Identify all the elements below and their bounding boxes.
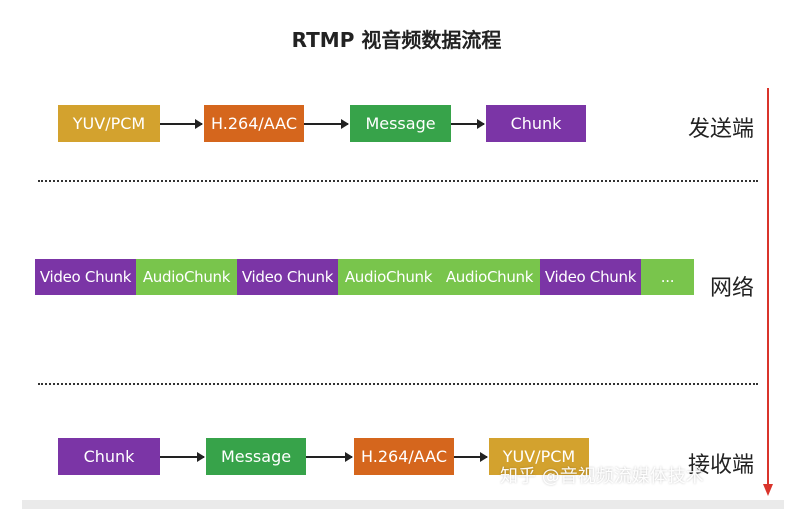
network-audio-chunk: AudioChunk [136, 259, 237, 295]
timeline-arrow [763, 88, 773, 496]
receiver-message-box: Message [206, 438, 306, 475]
network-video-chunk: Video Chunk [237, 259, 338, 295]
network-label: 网络 [710, 276, 755, 301]
sender-arrow-1 [160, 119, 203, 129]
network-audio-chunk: AudioChunk [338, 259, 439, 295]
separator-bottom [38, 383, 758, 385]
network-video-chunk: Video Chunk [540, 259, 641, 295]
sender-label: 发送端 [688, 117, 755, 142]
watermark-text: 知乎 @音视频流媒体技术 [500, 466, 704, 487]
diagram-title: RTMP 视音频数据流程 [291, 28, 502, 52]
sender-arrow-3 [451, 119, 485, 129]
sender-message-box: Message [350, 105, 451, 142]
receiver-arrow-1 [160, 452, 205, 462]
sender-h264aac-box: H.264/AAC [204, 105, 304, 142]
separator-top [38, 180, 758, 182]
receiver-label: 接收端 [688, 453, 755, 478]
sender-chunk-box: Chunk [486, 105, 586, 142]
sender-yuvpcm-box: YUV/PCM [58, 105, 160, 142]
receiver-arrow-3 [454, 452, 488, 462]
network-video-chunk: Video Chunk [35, 259, 136, 295]
network-audio-chunk: AudioChunk [439, 259, 540, 295]
receiver-yuvpcm-box: YUV/PCM [489, 438, 589, 475]
receiver-h264aac-box: H.264/AAC [354, 438, 454, 475]
bottom-band [22, 500, 784, 509]
receiver-arrow-2 [306, 452, 353, 462]
receiver-chunk-box: Chunk [58, 438, 160, 475]
sender-arrow-2 [304, 119, 349, 129]
network-ellipsis-chunk: ... [641, 259, 694, 295]
